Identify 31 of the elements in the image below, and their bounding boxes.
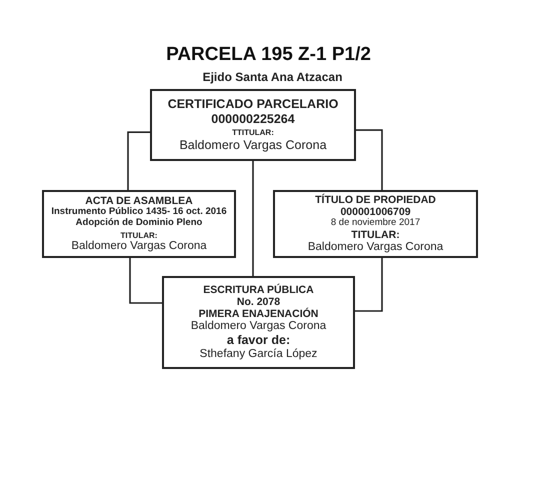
record-text: ESCRITURA PÚBLICA bbox=[203, 284, 314, 296]
record-text: a favor de: bbox=[226, 333, 290, 348]
diagram-title: PARCELA 195 Z-1 P1/2 bbox=[166, 44, 371, 66]
connector-line bbox=[355, 258, 383, 312]
record-text: 000000225264 bbox=[211, 112, 295, 126]
field-label: TTITULAR: bbox=[232, 128, 274, 138]
record-box bbox=[150, 89, 356, 161]
connector-line bbox=[127, 131, 150, 190]
record-box bbox=[42, 190, 236, 258]
record-text: 000001006709 bbox=[340, 206, 411, 218]
holder-name: Sthefany García López bbox=[200, 348, 318, 361]
record-text: CERTIFICADO PARCELARIO bbox=[168, 97, 338, 112]
connector-line bbox=[252, 161, 254, 276]
record-text: 8 de noviembre 2017 bbox=[330, 218, 420, 229]
holder-name: Baldomero Vargas Corona bbox=[179, 138, 327, 153]
record-box bbox=[273, 190, 478, 258]
record-text: Adopción de Dominio Pleno bbox=[76, 218, 202, 229]
connector-line bbox=[356, 129, 383, 190]
record-text: Instrumento Público 1435- 16 oct. 2016 bbox=[51, 206, 227, 218]
record-text: ACTA DE ASAMBLEA bbox=[85, 194, 193, 207]
record-text: No. 2078 bbox=[236, 296, 280, 308]
connector-line bbox=[129, 258, 162, 304]
holder-name: Baldomero Vargas Corona bbox=[308, 240, 444, 254]
record-box bbox=[162, 276, 355, 369]
record-text: TÍTULO DE PROPIEDAD bbox=[315, 194, 436, 206]
diagram-subtitle: Ejido Santa Ana Atzacan bbox=[202, 70, 342, 84]
record-text: TITULAR: bbox=[351, 228, 400, 241]
holder-name: Baldomero Vargas Corona bbox=[71, 240, 207, 254]
holder-name: Baldomero Vargas Corona bbox=[190, 320, 326, 334]
record-text: PIMERA ENAJENACIÓN bbox=[198, 308, 318, 320]
field-label: TITULAR: bbox=[120, 230, 158, 240]
